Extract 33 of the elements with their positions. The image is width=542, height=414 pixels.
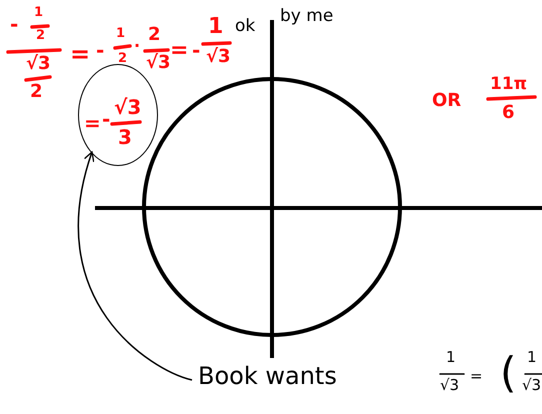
curved-arrow	[78, 151, 192, 381]
handwritten-note: Book wants	[198, 364, 337, 388]
math-text: 6	[502, 104, 515, 122]
math-text: by me	[280, 8, 334, 25]
math-text: 1	[116, 27, 126, 40]
math-text: =	[470, 369, 483, 384]
math-text: =	[170, 40, 188, 62]
math-text: 11π	[490, 76, 528, 93]
math-text: (	[500, 352, 516, 394]
math-text: 2	[30, 83, 43, 101]
math-text: √3	[206, 48, 231, 66]
math-text: 1	[34, 6, 44, 19]
math-text: OR	[432, 92, 462, 110]
math-text: -	[96, 40, 104, 60]
math-text: √3	[26, 55, 51, 73]
math-text: =	[84, 113, 101, 133]
math-text: -	[192, 40, 200, 60]
math-text: 1	[446, 350, 456, 365]
math-text: ·	[134, 38, 140, 54]
math-text: √3	[114, 97, 142, 117]
math-text: 2	[118, 52, 128, 65]
math-text: 1	[527, 350, 537, 365]
math-text: 1	[208, 16, 224, 38]
math-text: √3	[522, 378, 542, 393]
math-text: 3	[118, 127, 132, 147]
math-text: 2	[36, 29, 46, 42]
math-text: √3	[146, 54, 171, 72]
math-text: √3	[440, 378, 460, 393]
math-text: -	[10, 14, 18, 34]
math-text: ok	[235, 18, 256, 35]
math-text: =	[70, 42, 90, 66]
math-text: -	[102, 109, 110, 129]
math-text: 2	[148, 26, 161, 44]
